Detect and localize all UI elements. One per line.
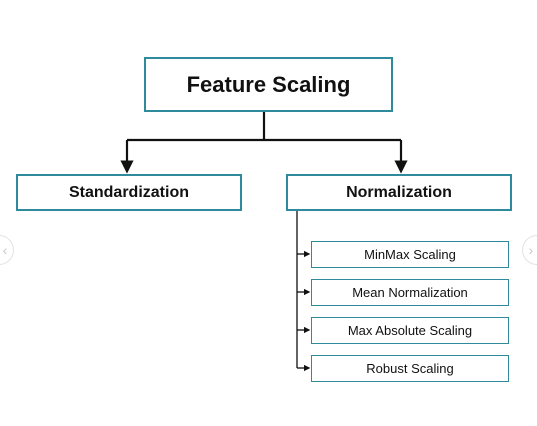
node-mean-normalization: Mean Normalization (311, 279, 509, 306)
chevron-right-icon: › (528, 242, 534, 258)
node-robust-scaling: Robust Scaling (311, 355, 509, 382)
node-normalization: Normalization (286, 174, 512, 211)
node-standardization: Standardization (16, 174, 242, 211)
node-minmax-scaling: MinMax Scaling (311, 241, 509, 268)
chevron-left-icon: ‹ (2, 242, 8, 258)
node-max-absolute-scaling: Max Absolute Scaling (311, 317, 509, 344)
root-node-feature-scaling: Feature Scaling (144, 57, 393, 112)
